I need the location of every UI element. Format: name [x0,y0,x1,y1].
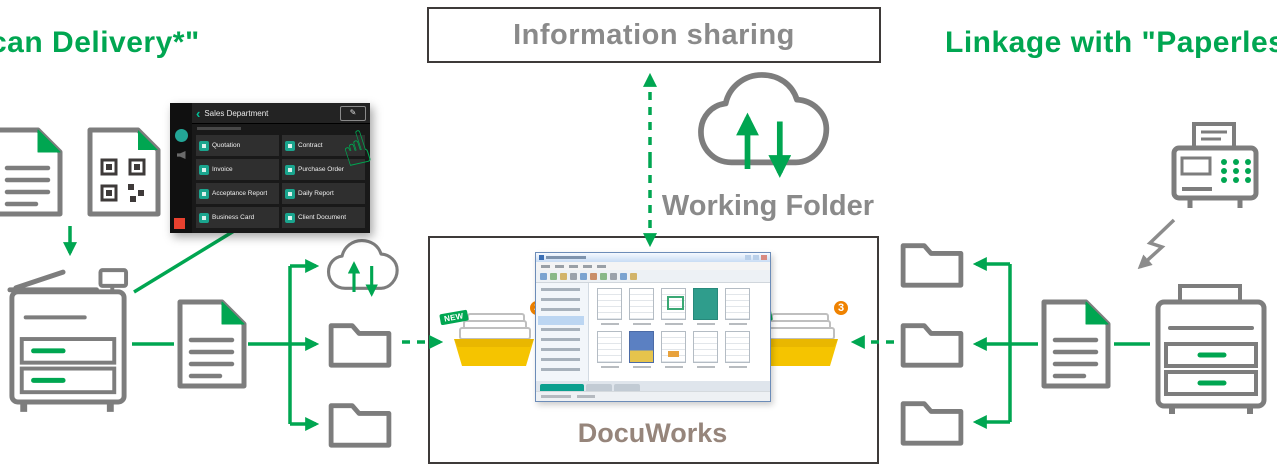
scanned-document-icon [176,298,248,390]
thumbnail [629,288,654,325]
pencil-icon: ✎ [349,108,357,117]
edit-button: ✎ [340,105,366,121]
thumbnail [725,288,750,325]
tile-icon [199,212,209,223]
stop-button-icon [174,218,185,229]
tile-purchase-order: Purchase Order [282,159,365,180]
app-header: ‹ Sales Department ✎ [192,103,370,124]
selected-folder-highlight [538,316,584,325]
tile-icon [285,140,295,151]
window-toolbar [536,270,770,283]
tile-contract: Contract [282,135,365,156]
thumbnail [597,331,622,368]
back-icon: ‹ [196,105,201,121]
folder-icon [898,318,966,370]
app-title: Sales Department [204,108,269,118]
multifunction-printer-icon [6,262,130,420]
docuworks-tray-left: NEW 3 [439,299,546,370]
tile-quotation: Quotation [196,135,279,156]
docuworks-window-screenshot [535,252,771,402]
user-avatar [174,129,188,142]
cloud-upload-small-icon [329,241,398,295]
maximize-button [753,255,759,260]
printer-icon [1152,282,1270,418]
app-subheader [192,124,370,133]
minimize-button [745,255,751,260]
working-folder-label: Working Folder [661,190,875,222]
thumbnail [597,288,622,325]
folder-icon [898,396,966,448]
window-menubar [536,262,770,270]
tile-icon [199,140,209,151]
tile-icon [199,164,209,175]
docuworks-tray-right: NEW 3 [743,299,850,370]
tile-acceptance-report: Acceptance Report [196,183,279,204]
folder-icon [326,318,394,370]
count-badge: 3 [832,299,850,317]
tile-invoice: Invoice [196,159,279,180]
information-sharing-label: Information sharing [513,18,795,51]
document-icon [0,126,64,218]
window-icon [539,255,544,260]
docuworks-label: DocuWorks [577,418,728,448]
speaker-icon [176,151,186,159]
thumbnail [693,288,718,325]
tile-client-document: Client Document [282,207,365,228]
information-sharing-box: Information sharing [427,7,881,63]
title-scan-delivery: can Delivery*" [0,26,200,59]
window-tab-bar [536,381,770,391]
app-tile-grid: Quotation Contract Invoice Purchase Orde… [192,133,370,233]
tile-icon [285,164,295,175]
window-titlebar [536,253,770,262]
working-folder-cloud-icon [701,75,826,173]
mfp-app-screenshot: ‹ Sales Department ✎ Quotation Contract … [170,103,370,233]
tile-business-card: Business Card [196,207,279,228]
thumbnail [629,331,654,368]
document-thumbnail-area [589,283,770,381]
tile-icon [199,188,209,199]
folder-tree-sidebar [536,283,589,381]
window-title-bar [546,256,586,259]
thumbnail [661,288,686,325]
active-tab [540,384,584,391]
thumbnail [661,331,686,368]
fax-machine-icon [1166,120,1264,218]
folder-icon [326,398,394,450]
fax-transmission-zigzag-icon [1137,218,1176,270]
tab [586,384,612,391]
thumbnail [693,331,718,368]
title-linkage-paperless: Linkage with "Paperles [945,26,1277,59]
tile-icon [285,188,295,199]
line-printer-to-panel [133,229,235,294]
tile-daily-report: Daily Report [282,183,365,204]
window-statusbar [536,391,770,401]
qr-document-icon [86,126,161,218]
thumbnail [725,331,750,368]
fax-document-icon [1040,298,1112,390]
folder-icon [898,238,966,290]
tile-icon [285,212,295,223]
tab [614,384,640,391]
close-button [761,255,767,260]
app-side-rail [170,103,192,233]
